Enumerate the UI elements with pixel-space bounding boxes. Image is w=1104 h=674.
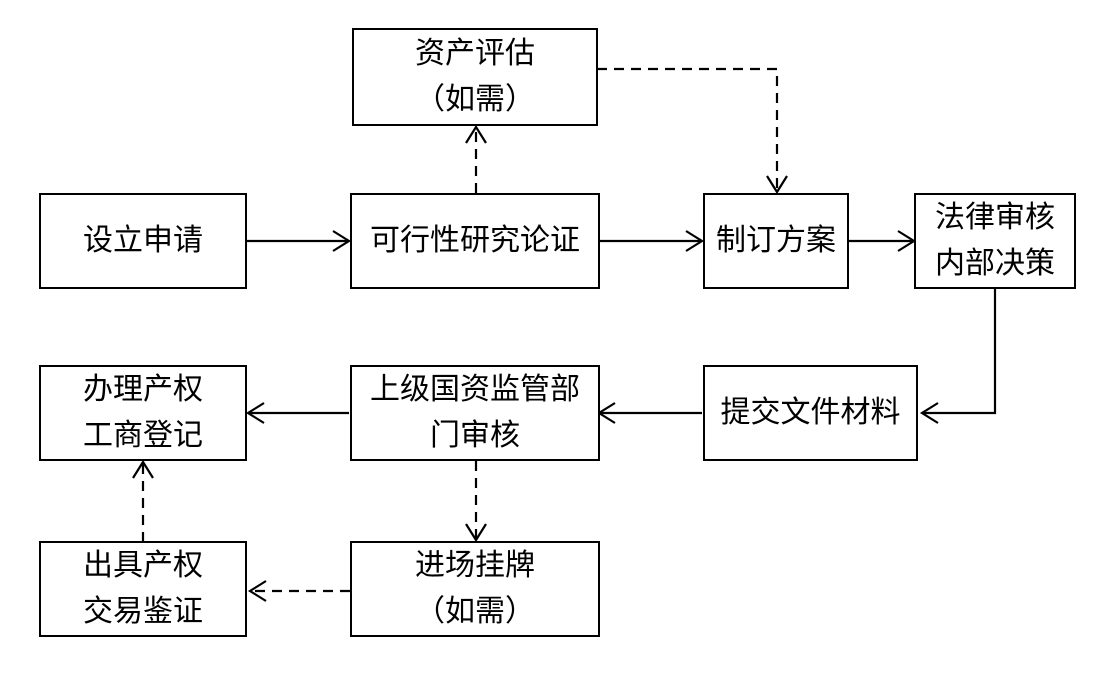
node-sasac-review: 上级国资监管部 门审核 bbox=[350, 365, 600, 461]
node-transaction-certificate-line1: 出具产权 bbox=[83, 548, 203, 583]
node-feasibility-study-label: 可行性研究论证 bbox=[370, 223, 580, 258]
node-asset-evaluation-line1: 资产评估 bbox=[415, 36, 535, 71]
arrowhead-listing bbox=[465, 523, 487, 543]
edge-legal-submit bbox=[922, 288, 997, 415]
node-feasibility-study: 可行性研究论证 bbox=[350, 193, 600, 289]
node-listing-line1: 进场挂牌 bbox=[415, 548, 535, 583]
node-listing: 进场挂牌 （如需） bbox=[350, 541, 600, 637]
node-listing-line2: （如需） bbox=[415, 594, 535, 629]
node-transaction-certificate: 出具产权 交易鉴证 bbox=[39, 541, 247, 637]
node-asset-evaluation: 资产评估 （如需） bbox=[352, 28, 598, 126]
node-formulate-plan-label: 制订方案 bbox=[716, 223, 836, 258]
arrowhead-plan-left bbox=[685, 230, 705, 252]
arrowhead-asset-eval bbox=[465, 124, 487, 144]
node-establish-application-label: 设立申请 bbox=[83, 223, 203, 258]
node-property-registration-line2: 工商登记 bbox=[83, 418, 203, 453]
arrowhead-plan-top bbox=[766, 175, 788, 195]
node-submit-documents: 提交文件材料 bbox=[703, 365, 918, 461]
node-property-registration: 办理产权 工商登记 bbox=[39, 365, 247, 461]
node-sasac-review-line2: 门审核 bbox=[430, 418, 520, 453]
node-sasac-review-line1: 上级国资监管部 bbox=[370, 372, 580, 407]
arrowhead-registration-right bbox=[245, 402, 265, 424]
node-asset-evaluation-line2: （如需） bbox=[415, 82, 535, 117]
node-establish-application: 设立申请 bbox=[39, 193, 247, 289]
node-legal-review-line1: 法律审核 bbox=[935, 200, 1055, 235]
arrowhead-submit bbox=[919, 402, 939, 424]
node-legal-review-line2: 内部决策 bbox=[935, 246, 1055, 281]
node-legal-review: 法律审核 内部决策 bbox=[914, 193, 1076, 289]
node-submit-documents-label: 提交文件材料 bbox=[720, 395, 901, 430]
arrowhead-registration-bottom bbox=[132, 459, 154, 479]
node-formulate-plan: 制订方案 bbox=[703, 193, 849, 289]
edge-asset-eval-plan bbox=[597, 67, 779, 192]
node-property-registration-line1: 办理产权 bbox=[83, 372, 203, 407]
arrowhead-certificate bbox=[247, 580, 267, 602]
arrowhead-feasibility bbox=[332, 230, 352, 252]
node-transaction-certificate-line2: 交易鉴证 bbox=[83, 594, 203, 629]
